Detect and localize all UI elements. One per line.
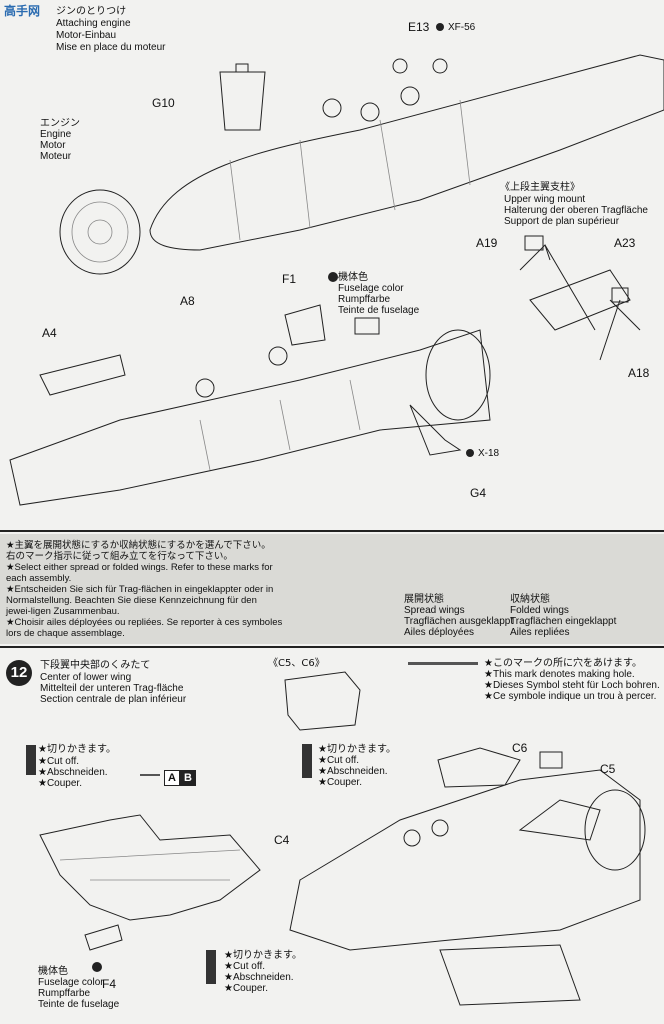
engine-label-de: Motor bbox=[40, 140, 66, 151]
watermark-logo: 高手网 bbox=[4, 4, 41, 18]
part-g4-label: G4 bbox=[470, 486, 487, 500]
part-a18-label: A18 bbox=[628, 366, 650, 380]
step11-title-jp: ジンのとりつけ bbox=[56, 6, 127, 17]
engine-label-jp: エンジン bbox=[40, 118, 80, 129]
paint-x18-label: X-18 bbox=[478, 448, 500, 459]
wing-mount-drawing bbox=[519, 235, 641, 361]
cutoff-1-jp: ★切りかきます。 bbox=[38, 744, 116, 755]
fuselage-color-12-en: Fuselage color bbox=[38, 977, 104, 988]
part-g10-label: G10 bbox=[152, 96, 175, 110]
folded-label-jp: 収納状態 bbox=[510, 594, 550, 605]
step12-title-jp: 下段翼中央部のくみたて bbox=[40, 660, 151, 671]
marker-a: A bbox=[164, 770, 180, 786]
knife-icon bbox=[302, 744, 312, 778]
cutoff-2-en: ★Cut off. bbox=[318, 755, 360, 766]
paint-dot-icon bbox=[328, 272, 338, 282]
cutoff-1-fr: ★Couper. bbox=[38, 778, 82, 789]
upper-fuselage-drawing bbox=[59, 54, 664, 275]
marker-b: B bbox=[180, 770, 196, 786]
wing-mount-label-de: Halterung der oberen Tragfläche bbox=[504, 205, 648, 216]
lower-fuselage-drawing bbox=[9, 304, 491, 506]
wing-choice-notice: ★主翼を展開状態にするか収納状態にするかを選んで下さい。 右のマーク指示に従って… bbox=[0, 534, 664, 644]
notice-line: jewei-ligen Zusammenbau. bbox=[6, 606, 120, 617]
hole-note-fr: ★Ce symbole indique un trou à percer. bbox=[484, 691, 657, 702]
hole-note-en: ★This mark denotes making hole. bbox=[484, 669, 635, 680]
notice-line: ★Choisir ailes déployées ou repliées. Se… bbox=[6, 617, 283, 628]
hole-note-jp: ★このマークの所に穴をあけます。 bbox=[484, 658, 642, 669]
cutoff-2-jp: ★切りかきます。 bbox=[318, 744, 396, 755]
section-divider bbox=[0, 530, 664, 532]
paint-dot-icon bbox=[92, 962, 102, 972]
step12-title-en: Center of lower wing bbox=[40, 672, 132, 683]
lower-fuselage-step12 bbox=[289, 747, 646, 1006]
folded-label-en: Folded wings bbox=[510, 605, 569, 616]
cutoff-3-jp: ★切りかきます。 bbox=[224, 950, 302, 961]
step11-title-en: Attaching engine bbox=[56, 18, 131, 29]
step11-title-fr: Mise en place du moteur bbox=[56, 42, 166, 53]
fuselage-color-12-jp: 機体色 bbox=[38, 966, 68, 977]
cutoff-3-en: ★Cut off. bbox=[224, 961, 266, 972]
notice-line: lors de chaque assemblage. bbox=[6, 628, 125, 639]
step12-title-fr: Section centrale de plan inférieur bbox=[40, 694, 187, 705]
drill-icon bbox=[408, 662, 478, 665]
c5c6-label: 《C5、C6》 bbox=[268, 658, 325, 669]
wing-mount-label-fr: Support de plan supérieur bbox=[504, 216, 620, 227]
spread-label-en: Spread wings bbox=[404, 605, 465, 616]
part-f1-label: F1 bbox=[282, 272, 297, 286]
section-divider bbox=[0, 646, 664, 648]
cutoff-3-fr: ★Couper. bbox=[224, 983, 268, 994]
wing-mount-label-en: Upper wing mount bbox=[504, 194, 586, 205]
cutoff-1-en: ★Cut off. bbox=[38, 756, 80, 767]
notice-line: 右のマーク指示に従って組み立てを行なって下さい。 bbox=[6, 551, 233, 562]
step12-title-de: Mittelteil der unteren Trag-fläche bbox=[40, 683, 184, 694]
notice-line: ★Select either spread or folded wings. R… bbox=[6, 562, 273, 573]
part-a4-label: A4 bbox=[42, 326, 57, 340]
part-c4-label: C4 bbox=[274, 833, 290, 847]
notice-line: ★主翼を展開状態にするか収納状態にするかを選んで下さい。 bbox=[6, 540, 271, 551]
notice-line: Normalstellung. Beachten Sie diese Kennz… bbox=[6, 595, 257, 606]
part-e13-label: E13 bbox=[408, 20, 430, 34]
cutoff-1-de: ★Abschneiden. bbox=[38, 767, 108, 778]
fuselage-color-12-fr: Teinte de fuselage bbox=[38, 999, 120, 1010]
fuselage-color-12-de: Rumpffarbe bbox=[38, 988, 91, 999]
lower-wing-sprue bbox=[39, 814, 261, 951]
fuselage-color-de: Rumpffarbe bbox=[338, 294, 391, 305]
part-f4-label: F4 bbox=[102, 977, 117, 991]
part-a23-label: A23 bbox=[614, 236, 636, 250]
step-number-badge: 12 bbox=[6, 660, 32, 686]
hole-note-de: ★Dieses Symbol steht für Loch bohren. bbox=[484, 680, 660, 691]
notice-text: ★主翼を展開状態にするか収納状態にするかを選んで下さい。 右のマーク指示に従って… bbox=[6, 540, 306, 639]
engine-label-fr: Moteur bbox=[40, 151, 72, 162]
paint-dot-icon bbox=[466, 449, 474, 457]
knife-icon bbox=[26, 745, 36, 775]
spread-label-jp: 展開状態 bbox=[404, 594, 444, 605]
fuselage-color-en: Fuselage color bbox=[338, 283, 404, 294]
knife-icon bbox=[206, 950, 216, 984]
part-c5-label: C5 bbox=[600, 762, 616, 776]
part-a8-label: A8 bbox=[180, 294, 195, 308]
spread-label-fr: Ailes déployées bbox=[404, 627, 475, 638]
notice-line: ★Entscheiden Sie sich für Trag-flächen i… bbox=[6, 584, 274, 595]
cutoff-2-de: ★Abschneiden. bbox=[318, 766, 388, 777]
paint-dot-icon bbox=[436, 23, 444, 31]
notice-line: each assembly. bbox=[6, 573, 72, 584]
fuselage-color-fr: Teinte de fuselage bbox=[338, 305, 420, 316]
step11-title-de: Motor-Einbau bbox=[56, 30, 117, 41]
cutoff-2-fr: ★Couper. bbox=[318, 777, 362, 788]
c5c6-outline bbox=[284, 671, 361, 731]
spread-label-de: Tragflächen ausgeklappt bbox=[404, 616, 514, 627]
part-a19-label: A19 bbox=[476, 236, 498, 250]
part-c6-label: C6 bbox=[512, 741, 528, 755]
drill-icon bbox=[140, 774, 160, 776]
paint-xf56-label: XF-56 bbox=[448, 22, 476, 33]
engine-label-en: Engine bbox=[40, 129, 72, 140]
folded-label-de: Tragflächen eingeklappt bbox=[510, 616, 617, 627]
fuselage-color-jp: 機体色 bbox=[338, 272, 368, 283]
wing-mount-label-jp: 《上段主翼支柱》 bbox=[500, 182, 580, 193]
folded-label-fr: Ailes repliées bbox=[510, 627, 570, 638]
cutoff-3-de: ★Abschneiden. bbox=[224, 972, 294, 983]
